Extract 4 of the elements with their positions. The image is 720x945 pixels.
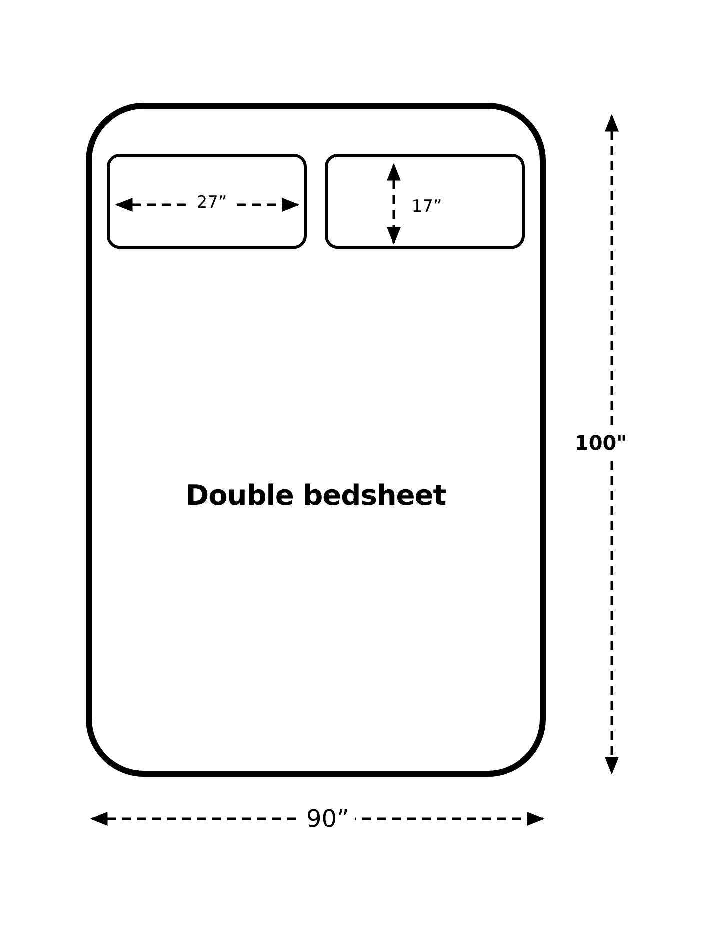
pillow-box: [325, 154, 525, 249]
pillow-box: [107, 154, 307, 249]
bedsheet-outline: [86, 103, 546, 777]
sheet-label: Double bedsheet: [184, 479, 448, 512]
